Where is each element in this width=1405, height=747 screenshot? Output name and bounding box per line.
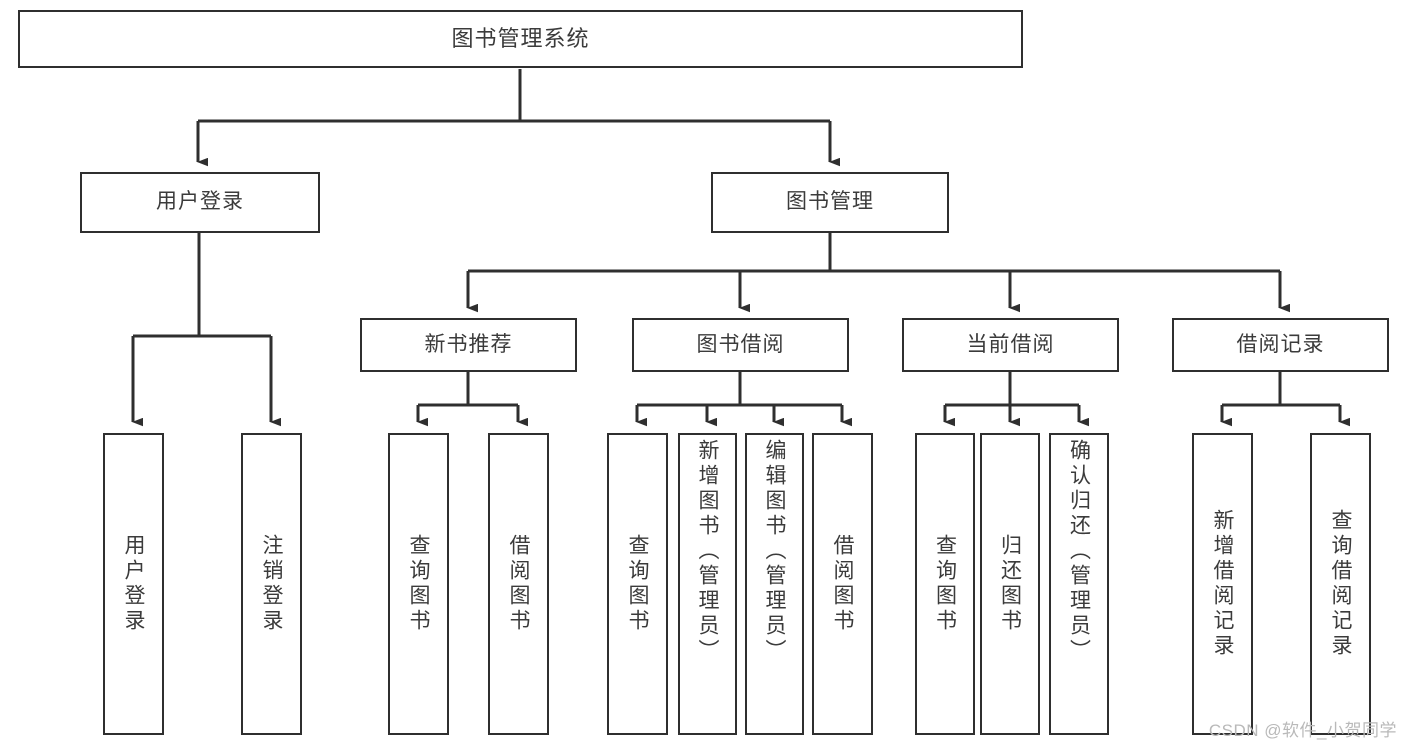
node-leaf-add-record[interactable]: 新增借阅记录 — [1192, 433, 1253, 735]
node-borrow-record[interactable]: 借阅记录 — [1172, 318, 1389, 372]
node-leaf-user-login[interactable]: 用户登录 — [103, 433, 164, 735]
node-label-leaf-add-record: 新增借阅记录 — [1211, 509, 1234, 659]
node-label-user-login: 用户登录 — [156, 190, 244, 214]
node-label-leaf-query-book-1: 查询图书 — [407, 534, 430, 634]
node-book-borrow[interactable]: 图书借阅 — [632, 318, 849, 372]
node-label-leaf-add-book: 新增图书（管理员） — [696, 439, 719, 664]
node-leaf-query-book-2[interactable]: 查询图书 — [607, 433, 668, 735]
node-label-leaf-query-book-3: 查询图书 — [933, 534, 957, 634]
node-label-leaf-query-book-2: 查询图书 — [626, 534, 649, 634]
node-leaf-user-logout[interactable]: 注销登录 — [241, 433, 302, 735]
node-label-leaf-return-book: 归还图书 — [998, 534, 1022, 634]
node-label-leaf-user-logout: 注销登录 — [260, 534, 283, 634]
node-leaf-add-book[interactable]: 新增图书（管理员） — [678, 433, 737, 735]
node-label-book-borrow: 图书借阅 — [696, 332, 785, 356]
node-label-leaf-confirm-return: 确认归还（管理员） — [1067, 439, 1091, 664]
node-current-borrow[interactable]: 当前借阅 — [902, 318, 1119, 372]
node-label-leaf-query-record: 查询借阅记录 — [1329, 509, 1352, 659]
node-label-leaf-user-login: 用户登录 — [122, 534, 145, 634]
node-book-manage[interactable]: 图书管理 — [711, 172, 949, 233]
node-leaf-confirm-return[interactable]: 确认归还（管理员） — [1049, 433, 1109, 735]
node-label-borrow-record: 借阅记录 — [1236, 332, 1325, 356]
node-label-leaf-edit-book: 编辑图书（管理员） — [763, 439, 786, 664]
node-label-leaf-borrow-book-1: 借阅图书 — [507, 534, 530, 634]
node-leaf-query-record[interactable]: 查询借阅记录 — [1310, 433, 1371, 735]
node-root-system[interactable]: 图书管理系统 — [18, 10, 1023, 68]
node-leaf-borrow-book-1[interactable]: 借阅图书 — [488, 433, 549, 735]
node-label-book-manage: 图书管理 — [786, 190, 874, 214]
node-leaf-borrow-book-2[interactable]: 借阅图书 — [812, 433, 873, 735]
node-label-new-book-rec: 新书推荐 — [424, 332, 513, 356]
node-leaf-edit-book[interactable]: 编辑图书（管理员） — [745, 433, 804, 735]
node-leaf-query-book-3[interactable]: 查询图书 — [915, 433, 975, 735]
node-new-book-rec[interactable]: 新书推荐 — [360, 318, 577, 372]
node-label-current-borrow: 当前借阅 — [966, 332, 1055, 356]
node-leaf-return-book[interactable]: 归还图书 — [980, 433, 1040, 735]
node-label-leaf-borrow-book-2: 借阅图书 — [831, 534, 854, 634]
node-label-root: 图书管理系统 — [451, 26, 590, 52]
node-leaf-query-book-1[interactable]: 查询图书 — [388, 433, 449, 735]
node-user-login[interactable]: 用户登录 — [80, 172, 320, 233]
watermark-text: CSDN @软件_小贺同学 — [1208, 721, 1397, 740]
